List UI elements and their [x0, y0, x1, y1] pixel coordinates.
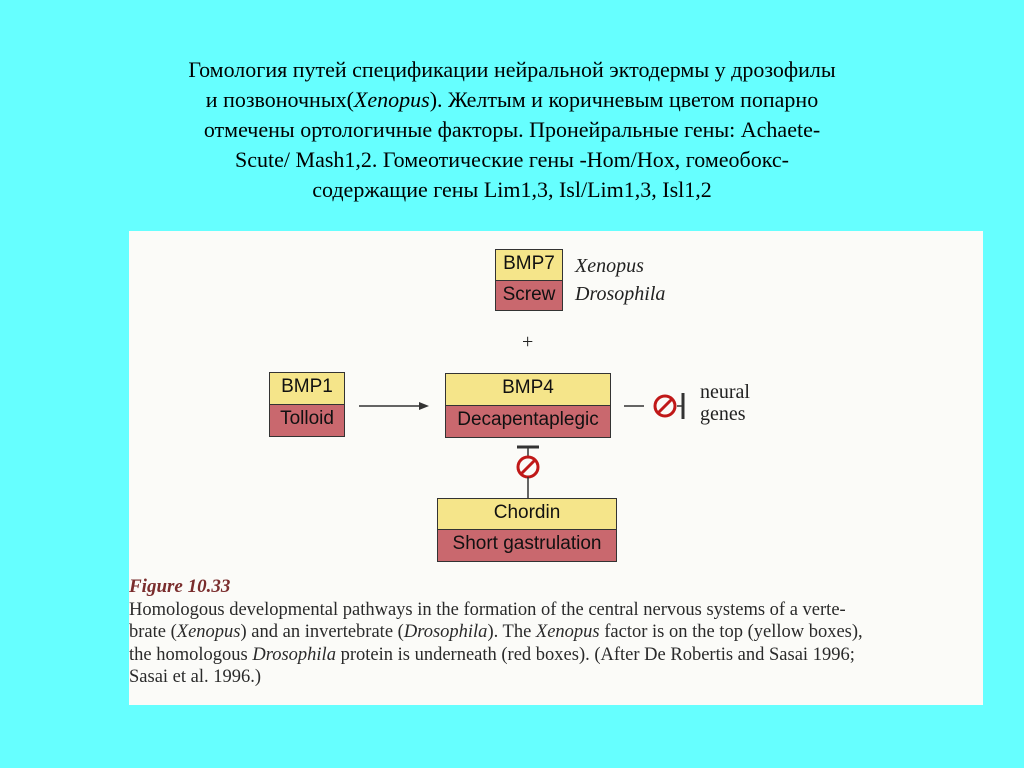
caption-line-2-g: factor is on the top (yellow boxes), — [599, 622, 863, 642]
label-xenopus: Xenopus — [575, 255, 644, 277]
caption-line-1: Homologous developmental pathways in the… — [129, 599, 846, 620]
inhibit-slash-chordin — [519, 458, 537, 476]
label-genes: genes — [700, 403, 746, 425]
inhibit-circle-neural — [653, 394, 677, 418]
caption-line-3-a: the homologous — [129, 644, 253, 665]
box-decapentaplegic: Decapentaplegic — [445, 405, 611, 438]
title-line-2-pre: и позвоночных( — [205, 87, 354, 112]
figure-panel: BMP7 Screw Xenopus Drosophila + BMP1 Tol… — [129, 231, 983, 705]
box-bmp1: BMP1 — [269, 372, 345, 405]
caption-line-2: brate (Xenopus) and an invertebrate (Dro… — [129, 621, 974, 644]
caption-line-2-c: ) and an invertebrate ( — [240, 622, 404, 642]
title-line-1: Гомология путей спецификации нейральной … — [188, 57, 836, 82]
caption-line-3: the homologous Drosophila protein is und… — [129, 644, 974, 667]
title-line-3: отмечены ортологичные факторы. Пронейрал… — [203, 117, 821, 142]
figure-caption: Figure 10.33 Homologous developmental pa… — [129, 576, 974, 689]
arrow-bmp1-to-bmp4-head — [419, 402, 429, 410]
caption-line-2-e: ). The — [487, 622, 536, 642]
caption-line-2-d: Drosophila — [403, 622, 488, 642]
caption-line-3-c: protein is underneath (red boxes). (Afte… — [335, 644, 855, 665]
title-line-2-post: ). Желтым и коричневым цветом попарно — [429, 87, 819, 112]
box-tolloid: Tolloid — [269, 404, 345, 437]
label-neural-genes: neural genes — [700, 381, 750, 425]
label-neural: neural — [700, 381, 750, 403]
caption-line-2-f: Xenopus — [535, 622, 600, 642]
caption-line-2-b: Xenopus — [176, 622, 241, 642]
box-chordin: Chordin — [437, 498, 617, 530]
box-short-gastrulation: Short gastrulation — [437, 529, 617, 562]
box-bmp4: BMP4 — [445, 373, 611, 406]
diagram-connectors — [359, 393, 685, 498]
inhibit-slash-neural — [656, 397, 674, 415]
title-line-4: Scute/ Mash1,2. Гомеотические гены -Hom/… — [235, 147, 789, 172]
caption-line-4: Sasai et al. 1996.) — [129, 667, 262, 687]
box-screw: Screw — [495, 280, 563, 311]
title-line-5: содержащие гены Lim1,3, Isl/Lim1,3, Isl1… — [312, 177, 712, 202]
label-drosophila: Drosophila — [575, 283, 666, 305]
slide-title: Гомология путей спецификации нейральной … — [90, 55, 934, 205]
caption-line-3-b: Drosophila — [252, 644, 336, 665]
caption-label: Figure 10.33 — [129, 576, 231, 597]
title-line-2: и позвоночных(Xenopus). Желтым и коричне… — [90, 85, 934, 115]
plus-sign: + — [522, 331, 534, 353]
caption-line-2-a: brate ( — [129, 622, 177, 642]
box-bmp7: BMP7 — [495, 249, 563, 281]
title-line-2-xenopus: Xenopus — [353, 87, 430, 112]
